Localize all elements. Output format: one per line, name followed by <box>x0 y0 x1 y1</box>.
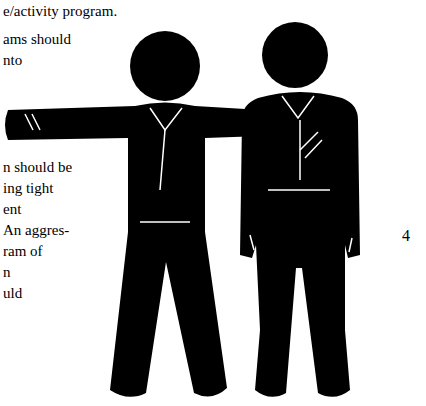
text-fragment: n <box>3 265 11 280</box>
fold-lines <box>25 96 352 252</box>
standing-figure <box>240 92 360 397</box>
text-fragment: ams should <box>3 32 71 47</box>
text-fragment: nto <box>3 53 22 68</box>
head <box>262 22 328 88</box>
text-fragment: ent <box>3 202 21 217</box>
text-fragment: uld <box>3 286 22 301</box>
text-fragment: e/activity program. <box>3 4 117 19</box>
reaching-figure <box>5 103 265 397</box>
text-fragment: n should be <box>3 160 72 175</box>
head <box>130 31 200 101</box>
text-fragment: An aggres- <box>3 223 69 238</box>
text-fragment: ram of <box>3 244 43 259</box>
page-number: 4 <box>402 228 410 244</box>
text-fragment: ing tight <box>3 181 53 196</box>
